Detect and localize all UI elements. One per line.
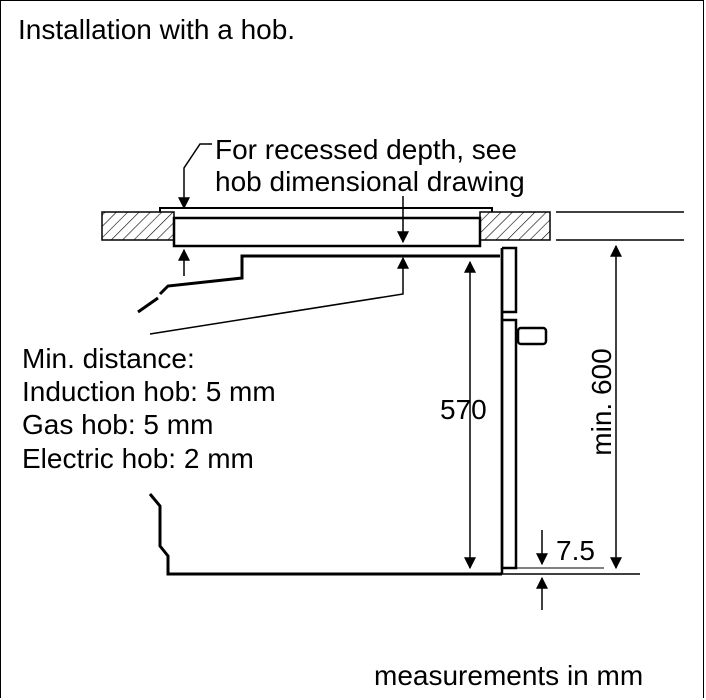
min-distance-leader: [149, 256, 409, 335]
oven-left-edge: [137, 296, 159, 314]
hob-top-plate: [159, 207, 493, 212]
min-distance-electric: Electric hob: 2 mm: [22, 443, 254, 474]
page-title: Installation with a hob.: [18, 14, 296, 45]
min-distance-induction: Induction hob: 5 mm: [22, 376, 276, 407]
worktop-left: [101, 211, 175, 241]
units-note: measurements in mm: [374, 660, 644, 691]
min-distance-gas: Gas hob: 5 mm: [22, 409, 214, 440]
oven-bottom: [148, 493, 502, 576]
min-distance-heading: Min. distance:: [22, 343, 195, 374]
worktop-right: [479, 211, 551, 241]
hob-body: [172, 216, 482, 248]
dim-570-label: 570: [440, 394, 487, 425]
dim-75-label: 7.5: [556, 535, 595, 566]
oven-knob: [516, 326, 548, 346]
oven-front: [500, 246, 518, 570]
recess-note-line1: For recessed depth, see: [215, 134, 517, 165]
oven-top: [158, 254, 500, 296]
recess-note-line2: hob dimensional drawing: [215, 166, 525, 197]
recess-note-leader: [178, 143, 212, 210]
dim-600-label: min. 600: [586, 348, 617, 456]
